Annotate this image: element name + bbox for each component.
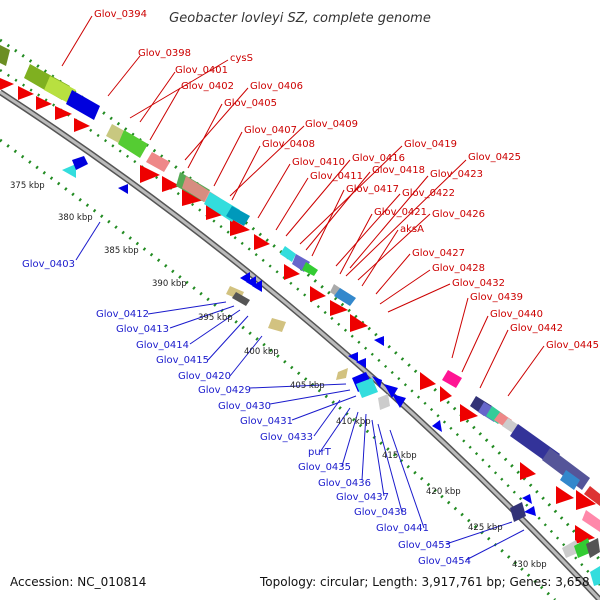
gene-label: Glov_0445	[546, 340, 599, 351]
gene-label: Glov_0421	[374, 207, 427, 218]
gene-label: Glov_0409	[305, 119, 358, 130]
gene-label: Glov_0433	[260, 432, 313, 443]
gene-label: Glov_0454	[418, 556, 471, 567]
gene-label: Glov_0406	[250, 81, 303, 92]
gene-label: Glov_0414	[136, 340, 189, 351]
kbp-tick: 420 kbp	[426, 487, 461, 497]
kbp-tick: 405 kbp	[290, 381, 325, 391]
gc-content-track	[0, 38, 600, 600]
forward-leader-lines	[61, 15, 545, 397]
kbp-tick: 375 kbp	[10, 181, 45, 191]
gene-label: Glov_0408	[262, 139, 315, 150]
gene-label: Glov_0439	[470, 292, 523, 303]
gene-label: Glov_0403	[22, 259, 75, 270]
gene-label: Glov_0411	[310, 171, 363, 182]
gene-label: Glov_0425	[468, 152, 521, 163]
gene-label: Glov_0402	[181, 81, 234, 92]
forward-gene-labels: Glov_0394 Glov_0398 cysS Glov_0401 Glov_…	[94, 9, 599, 351]
gene-label: Glov_0440	[490, 309, 543, 320]
kbp-tick: 380 kbp	[58, 213, 93, 223]
kbp-tick: 410 kbp	[336, 417, 371, 427]
gene-label: Glov_0431	[240, 416, 293, 427]
gene-label: Glov_0436	[318, 478, 371, 489]
kbp-tick: 385 kbp	[104, 246, 139, 256]
gene-label: aksA	[400, 224, 424, 235]
forward-cds-track	[0, 78, 596, 544]
gene-label: Glov_0401	[175, 65, 228, 76]
gene-label: cysS	[230, 53, 253, 64]
reverse-leader-lines	[75, 221, 525, 561]
reverse-cds-track	[62, 156, 600, 586]
gene-label: Glov_0410	[292, 157, 345, 168]
gene-label: Glov_0394	[94, 9, 147, 20]
gene-label: Glov_0426	[432, 209, 485, 220]
map-title: Geobacter lovleyi SZ, complete genome	[169, 11, 431, 26]
gene-label: Glov_0432	[452, 278, 505, 289]
kbp-tick: 390 kbp	[152, 279, 187, 289]
gene-label: Glov_0419	[404, 139, 457, 150]
gene-label: Glov_0398	[138, 48, 191, 59]
gene-label: Glov_0427	[412, 248, 465, 259]
genome-summary-text: Topology: circular; Length: 3,917,761 bp…	[259, 575, 590, 589]
kbp-tick: 430 kbp	[512, 560, 547, 570]
kbp-tick: 395 kbp	[198, 313, 233, 323]
gene-label: Glov_0418	[372, 165, 425, 176]
reverse-gene-labels: Glov_0403 Glov_0412 Glov_0413 Glov_0414 …	[22, 259, 471, 567]
gene-label: Glov_0441	[376, 523, 429, 534]
gene-label: Glov_0420	[178, 371, 231, 382]
gene-label: Glov_0442	[510, 323, 563, 334]
gene-label: Glov_0453	[398, 540, 451, 551]
genome-backbone	[0, 89, 600, 600]
gene-label: purT	[308, 447, 332, 458]
kbp-scale: 375 kbp 380 kbp 385 kbp 390 kbp 395 kbp …	[10, 181, 547, 570]
gene-label: Glov_0429	[198, 385, 251, 396]
gene-label: Glov_0416	[352, 153, 405, 164]
gene-label: Glov_0417	[346, 184, 399, 195]
gene-label: Glov_0423	[430, 169, 483, 180]
gene-label: Glov_0438	[354, 507, 407, 518]
gene-label: Glov_0415	[156, 355, 209, 366]
forward-feature-blocks	[0, 45, 600, 532]
gene-label: Glov_0407	[244, 125, 297, 136]
gene-label: Glov_0412	[96, 309, 149, 320]
gene-label: Glov_0428	[432, 263, 485, 274]
kbp-tick: 415 kbp	[382, 451, 417, 461]
kbp-tick: 425 kbp	[468, 523, 503, 533]
gene-label: Glov_0437	[336, 492, 389, 503]
gene-label: Glov_0422	[402, 188, 455, 199]
gene-label: Glov_0405	[224, 98, 277, 109]
kbp-tick: 400 kbp	[244, 347, 279, 357]
accession-text: Accession: NC_010814	[10, 575, 146, 589]
gene-label: Glov_0430	[218, 401, 271, 412]
gene-label: Glov_0435	[298, 462, 351, 473]
gene-label: Glov_0413	[116, 324, 169, 335]
